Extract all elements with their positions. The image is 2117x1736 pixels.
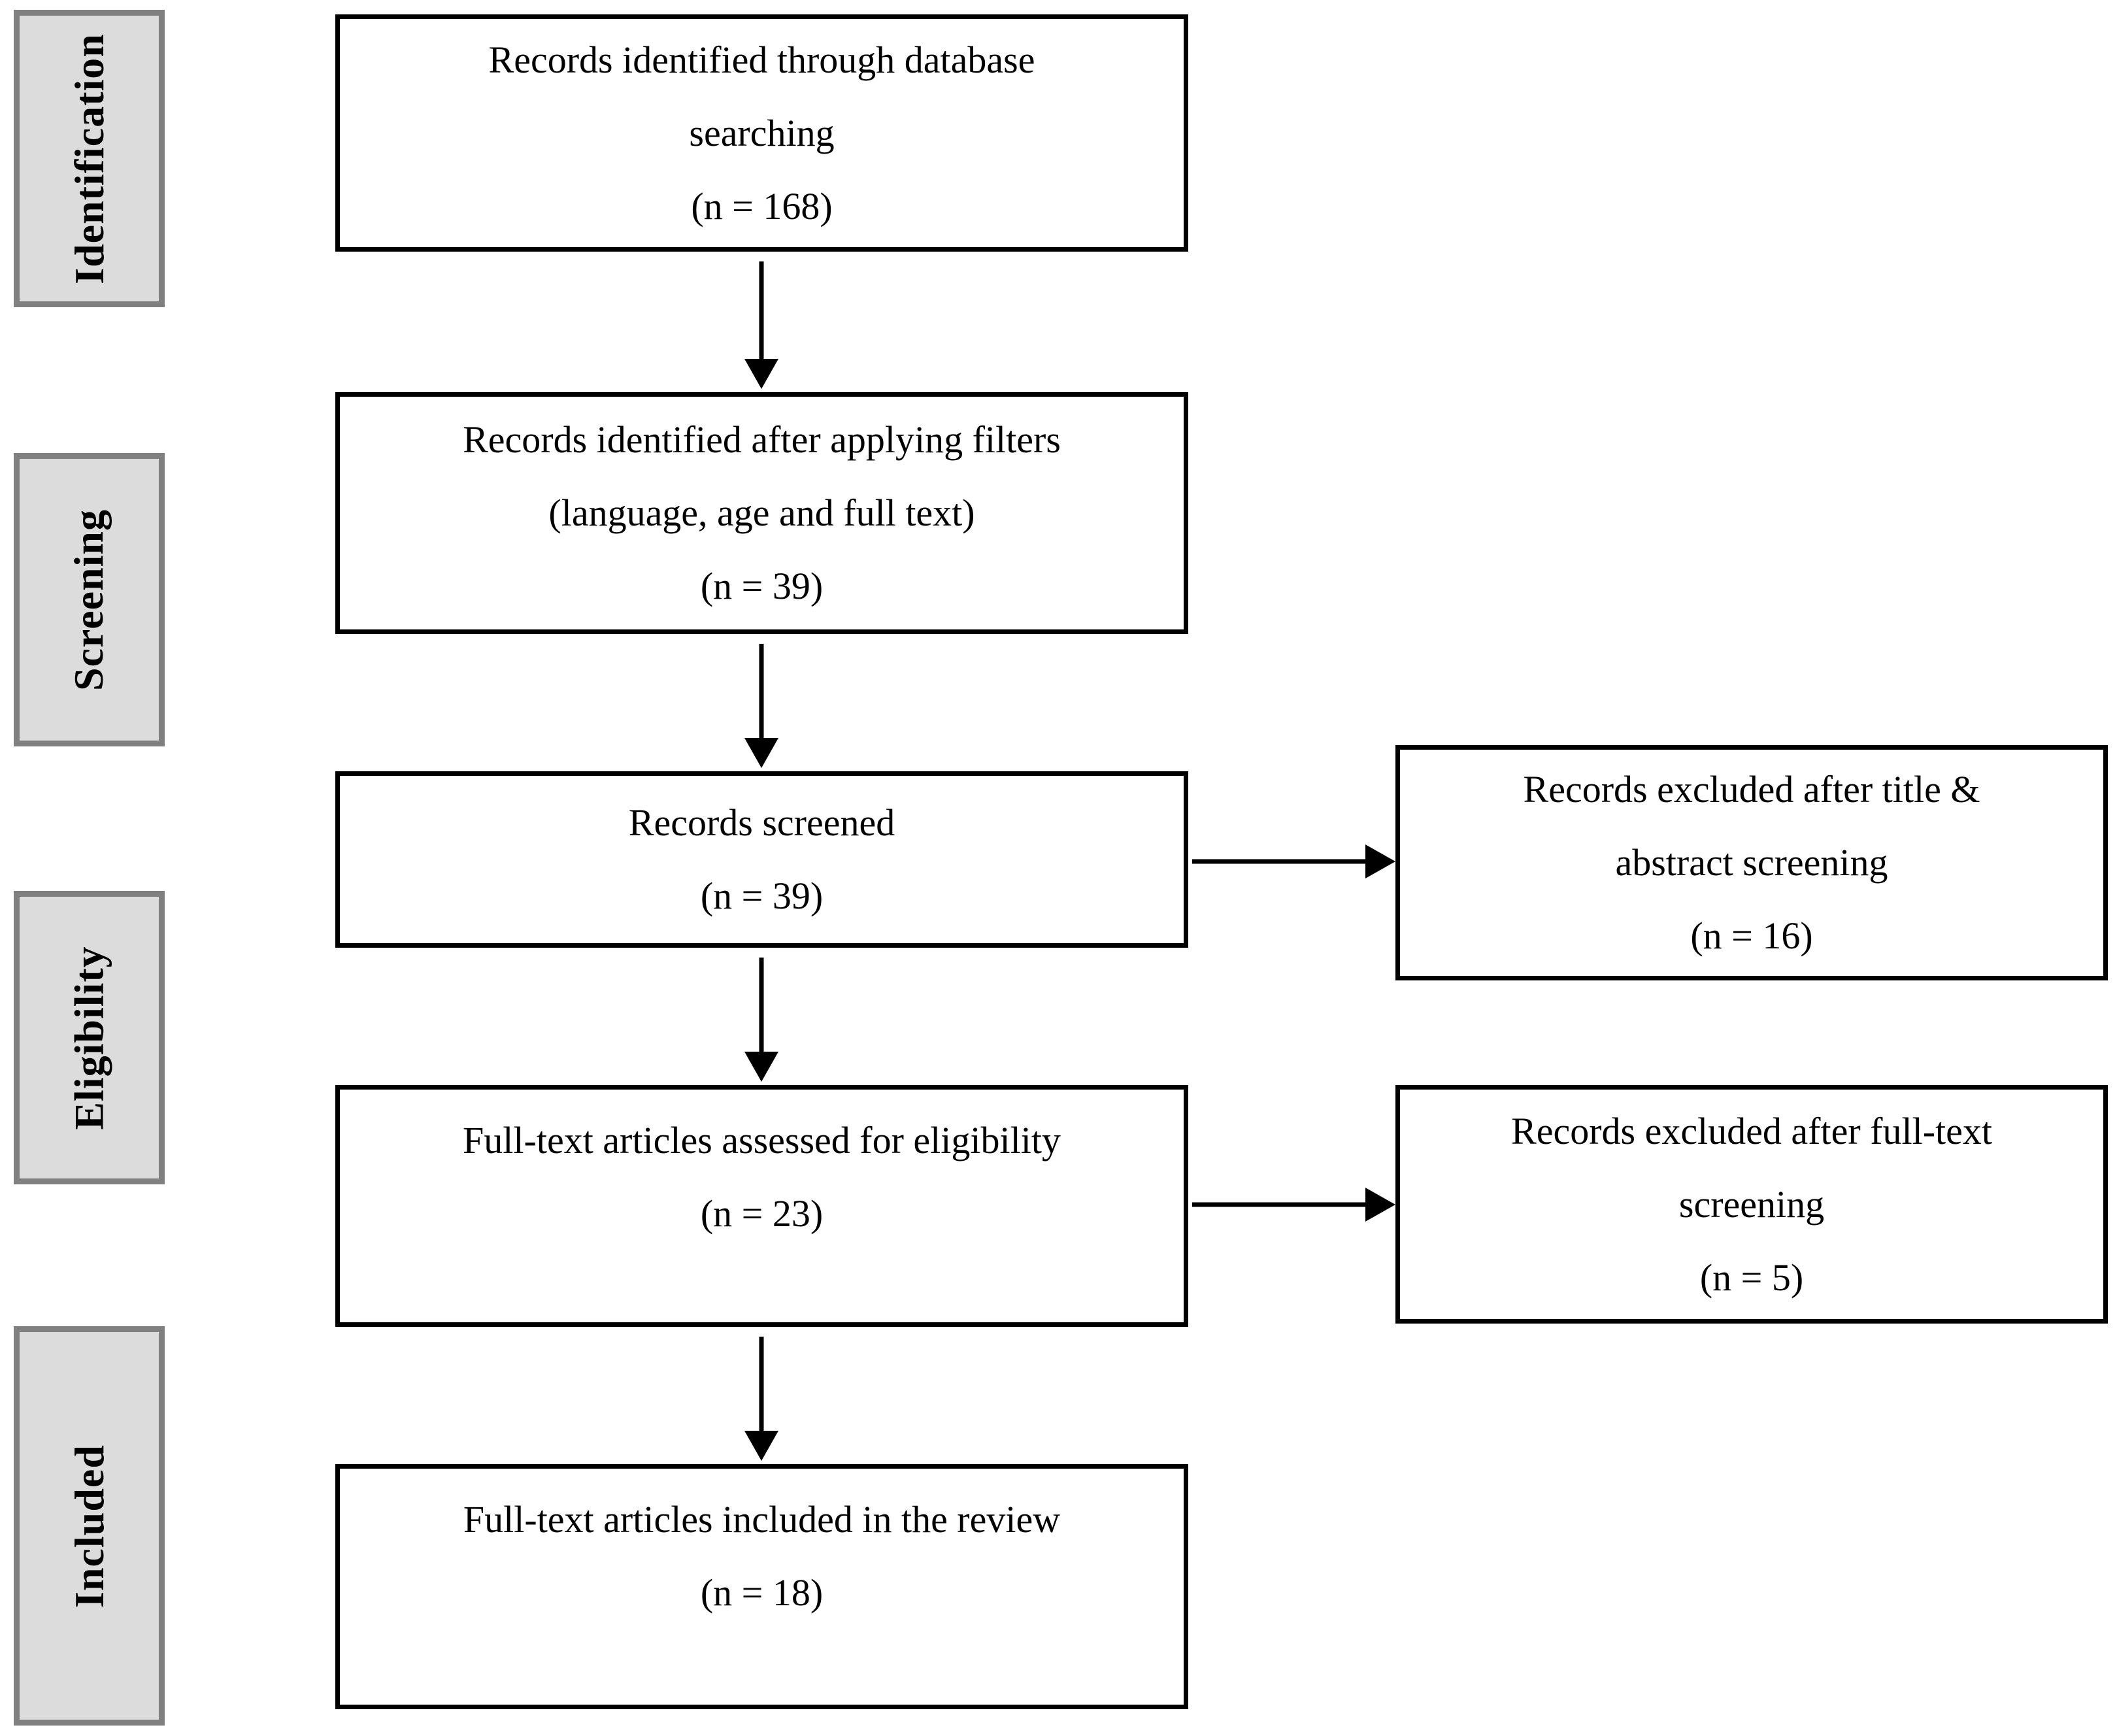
box-text-line: Records identified through database: [488, 38, 1035, 81]
arrow-shaft: [759, 261, 764, 360]
arrow-shaft: [759, 958, 764, 1053]
box-text-line: Records excluded after full-text: [1511, 1109, 1992, 1152]
arrow-down-screened-to-eligibility: [744, 958, 778, 1082]
arrow-right-eligibility-to-excluded-fulltext: [1192, 1188, 1395, 1222]
arrow-right-screened-to-excluded-abstract: [1192, 844, 1395, 878]
box-records-after-filters: Records identified after applying filter…: [335, 392, 1188, 634]
box-count-line: (n = 39): [700, 875, 824, 917]
box-count-line: (n = 168): [691, 184, 833, 227]
box-text-line: Records excluded after title &: [1523, 768, 1980, 810]
box-excluded-full-text: Records excluded after full-text screeni…: [1395, 1085, 2108, 1324]
box-count-line: (n = 18): [700, 1571, 824, 1614]
box-records-identified-database: Records identified through database sear…: [335, 14, 1188, 252]
arrow-head-down-icon: [744, 1431, 778, 1461]
arrow-down-identified-to-filtered: [744, 261, 778, 389]
stage-box-identification: Identification: [14, 10, 165, 307]
stage-label-identification: Identification: [65, 33, 112, 284]
box-text-line: (language, age and full text): [548, 492, 975, 534]
box-count-line: (n = 16): [1690, 914, 1813, 957]
arrow-down-filtered-to-screened: [744, 644, 778, 768]
box-excluded-title-abstract: Records excluded after title & abstract …: [1395, 745, 2108, 980]
box-count-line: (n = 23): [700, 1192, 824, 1235]
box-text-line: Records screened: [628, 801, 895, 844]
arrow-head-down-icon: [744, 1052, 778, 1082]
box-text-line: searching: [689, 111, 835, 154]
stage-box-included: Included: [14, 1326, 165, 1726]
box-text-line: Records identified after applying filter…: [463, 418, 1061, 461]
arrow-head-right-icon: [1365, 1188, 1395, 1222]
arrow-head-down-icon: [744, 738, 778, 768]
arrow-head-down-icon: [744, 359, 778, 389]
stage-label-screening: Screening: [65, 509, 112, 691]
box-count-line: (n = 39): [700, 565, 824, 607]
stage-box-eligibility: Eligibility: [14, 891, 165, 1184]
arrow-down-eligibility-to-included: [744, 1337, 778, 1461]
box-text-line: abstract screening: [1615, 841, 1888, 884]
box-count-line: (n = 5): [1699, 1256, 1804, 1299]
arrow-shaft: [1192, 1202, 1367, 1207]
stage-label-included: Included: [65, 1444, 112, 1608]
box-fulltext-included-review: Full-text articles included in the revie…: [335, 1464, 1188, 1709]
box-records-screened: Records screened (n = 39): [335, 771, 1188, 948]
arrow-head-right-icon: [1365, 844, 1395, 878]
stage-label-eligibility: Eligibility: [65, 945, 112, 1130]
box-text-line: screening: [1678, 1182, 1825, 1226]
arrow-shaft: [759, 644, 764, 739]
arrow-shaft: [759, 1337, 764, 1432]
arrow-shaft: [1192, 859, 1367, 864]
stage-box-screening: Screening: [14, 453, 165, 746]
box-fulltext-assessed-eligibility: Full-text articles assessed for eligibil…: [335, 1085, 1188, 1327]
box-text-line: Full-text articles assessed for eligibil…: [463, 1119, 1061, 1161]
box-text-line: Full-text articles included in the revie…: [463, 1498, 1061, 1541]
